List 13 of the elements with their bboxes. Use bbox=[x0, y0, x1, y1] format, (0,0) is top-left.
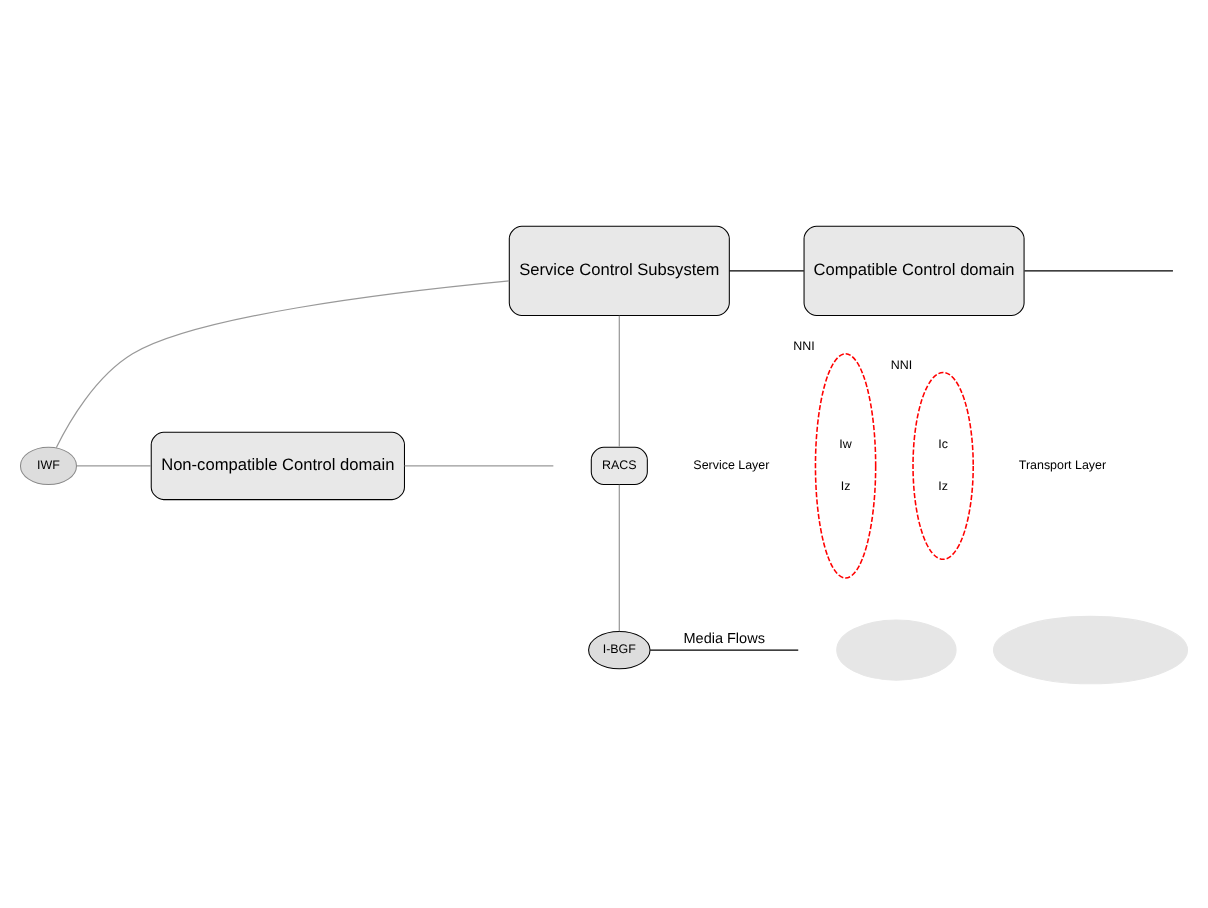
node-cloud bbox=[836, 618, 957, 680]
node-cloud bbox=[992, 614, 1189, 684]
connector bbox=[618, 483, 620, 631]
connector bbox=[1023, 269, 1174, 271]
connector bbox=[76, 464, 152, 466]
connector bbox=[728, 269, 805, 271]
node-box: Compatible Control domain bbox=[803, 224, 1025, 315]
connector bbox=[55, 279, 510, 448]
node-box: Service Control Subsystem bbox=[508, 224, 730, 315]
connector bbox=[618, 314, 620, 447]
node-box: Non-compatible Control domain bbox=[150, 430, 405, 500]
connector bbox=[649, 648, 799, 650]
connector bbox=[403, 464, 554, 466]
